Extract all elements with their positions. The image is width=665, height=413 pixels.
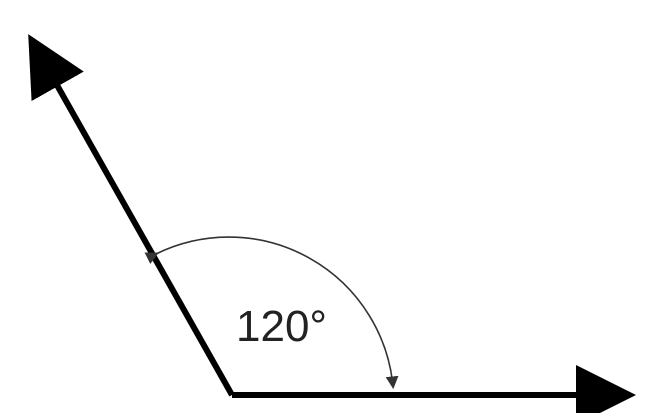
- angle-arc: [144, 236, 399, 390]
- diagonal-ray: [28, 34, 235, 397]
- angle-label: 120°: [236, 302, 327, 351]
